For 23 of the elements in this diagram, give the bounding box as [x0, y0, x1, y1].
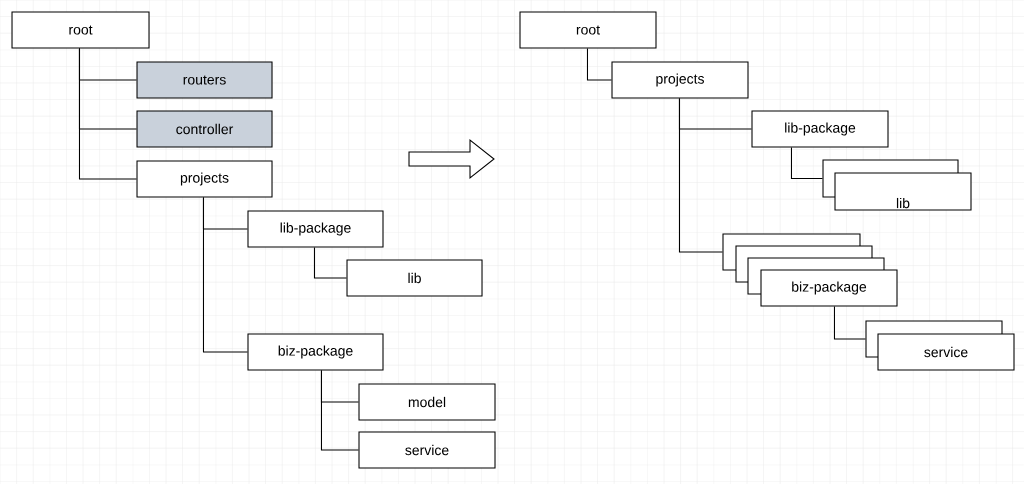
tree-box: biz-package: [247, 333, 384, 371]
connector-line: [586, 48, 612, 81]
tree-box: projects: [611, 61, 749, 99]
tree-box: root: [519, 11, 657, 49]
tree-box: service: [358, 431, 496, 469]
tree-box: lib-package: [751, 110, 889, 148]
connector-line: [78, 48, 137, 180]
tree-box: lib-package: [247, 210, 384, 248]
connector-line: [320, 370, 359, 451]
tree-box: lib: [346, 259, 483, 297]
tree-box: biz-package: [760, 269, 898, 307]
tree-box: model: [358, 383, 496, 421]
connector-line: [202, 197, 248, 353]
tree-box: routers: [136, 61, 273, 99]
connector-line: [833, 306, 866, 340]
connector-line: [790, 147, 823, 180]
tree-box: projects: [136, 160, 273, 198]
tree-box: controller: [136, 110, 273, 148]
connector-line: [313, 247, 347, 279]
tree-box: root: [11, 11, 150, 49]
tree-box: lib: [834, 172, 972, 211]
connector-line: [678, 98, 723, 253]
tree-box: service: [877, 333, 1015, 371]
